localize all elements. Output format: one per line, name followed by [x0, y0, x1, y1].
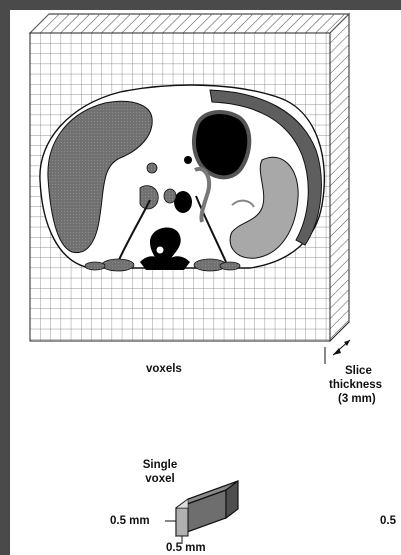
slice-thickness-label: Slice thickness (3 mm)	[328, 364, 401, 406]
muscle-left	[102, 259, 134, 271]
vena-cava	[164, 189, 176, 203]
voxel-height-label: 0.5 mm	[110, 514, 150, 528]
aorta	[174, 191, 192, 213]
vessel-dot	[184, 156, 192, 164]
left-kidney	[140, 186, 158, 209]
slice-thickness-line-1: Slice	[328, 364, 401, 378]
cutoff-label: 0.5	[380, 514, 396, 528]
vessel-small	[147, 163, 157, 173]
abdomen-cross-section	[40, 85, 324, 271]
slice-thickness-indicator	[325, 340, 350, 364]
single-voxel-line-1: Single	[132, 458, 188, 472]
voxel-width-label: 0.5 mm	[166, 541, 206, 555]
slice-thickness-line-2: thickness	[328, 378, 401, 392]
muscle-far-right	[220, 262, 240, 270]
voxels-label: voxels	[146, 362, 182, 376]
single-voxel	[176, 481, 238, 536]
muscle-far-left	[85, 262, 105, 270]
slice-thickness-line-3: (3 mm)	[328, 392, 401, 406]
single-voxel-line-2: voxel	[132, 472, 188, 486]
single-voxel-label: Single voxel	[132, 458, 188, 486]
